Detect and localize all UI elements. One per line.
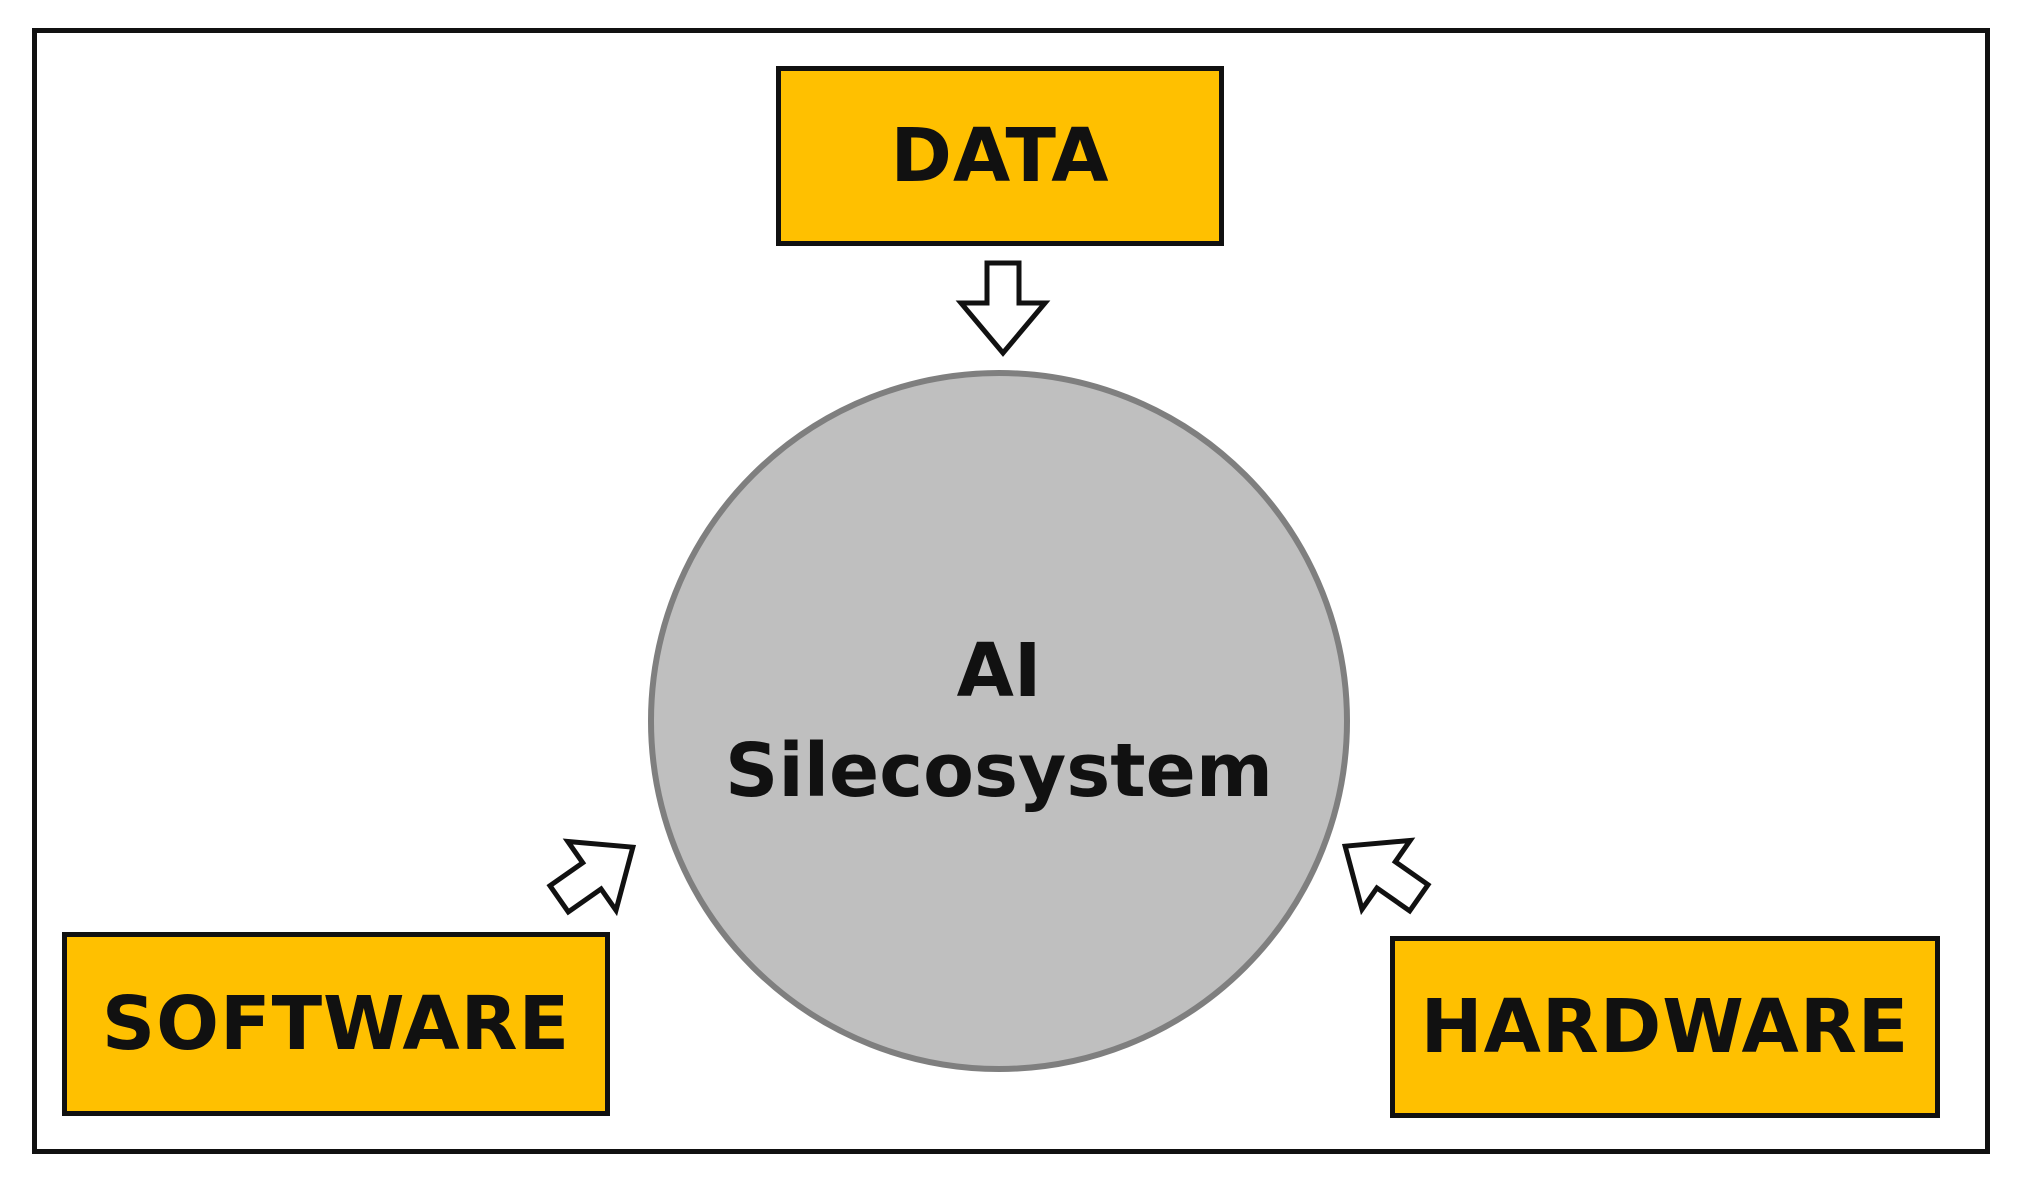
data-box: DATA (776, 66, 1224, 246)
data-to-hub-arrow-icon (955, 260, 1051, 357)
hardware-to-hub-arrow-icon (1341, 837, 1432, 916)
software-to-hub-arrow-icon (546, 838, 637, 917)
software-label: SOFTWARE (101, 981, 571, 1067)
hardware-box: HARDWARE (1390, 936, 1940, 1118)
data-label: DATA (890, 113, 1110, 199)
software-box: SOFTWARE (62, 932, 610, 1116)
hub-title-line2: Silecosystem (725, 728, 1273, 814)
hardware-label: HARDWARE (1420, 984, 1910, 1070)
ai-silecosystem-hub: AI Silecosystem (648, 370, 1350, 1072)
hub-title-line1: AI (956, 628, 1042, 714)
